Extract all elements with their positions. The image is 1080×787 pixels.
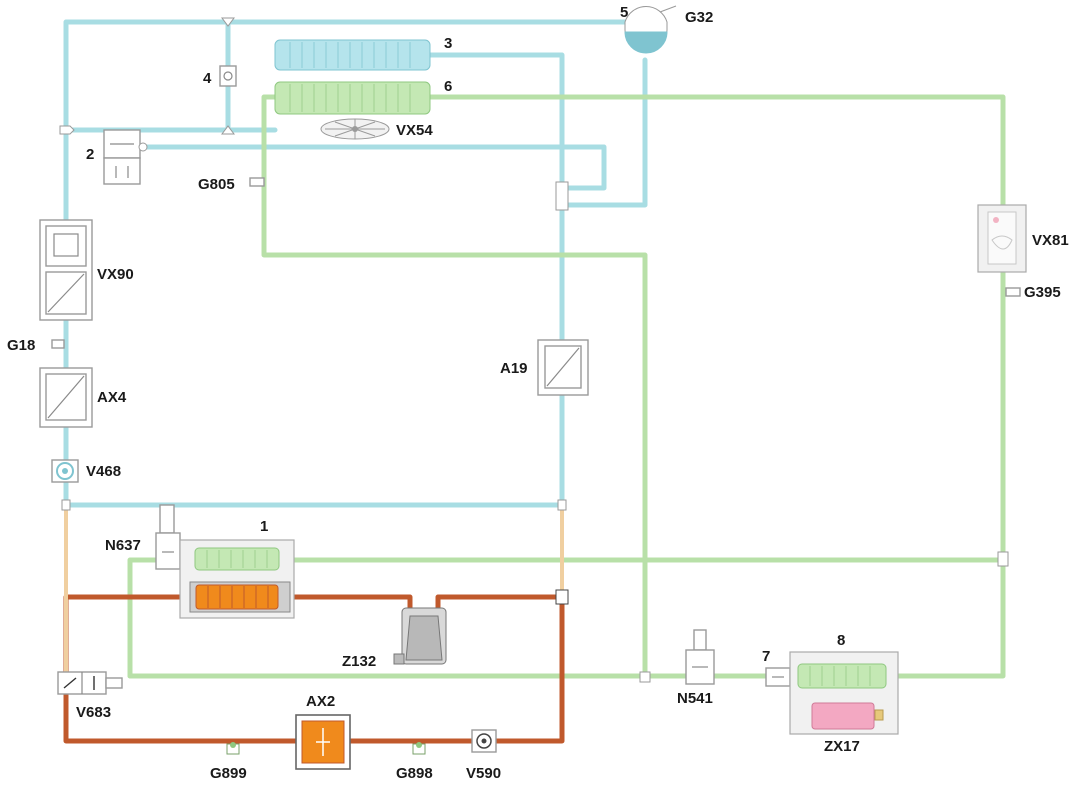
expansion-tank-icon (624, 5, 677, 54)
ax4-unit (39, 367, 93, 428)
pump-icon-v590 (471, 729, 497, 753)
low-temperature-radiator (274, 39, 431, 71)
label-v683: V683 (76, 704, 111, 721)
label-1: 1 (260, 518, 268, 535)
valve-icon-n637 (155, 504, 181, 570)
label-g805: G805 (198, 176, 235, 193)
label-5: 5 (620, 4, 628, 21)
label-v590: V590 (466, 765, 501, 782)
label-2: 2 (86, 146, 94, 163)
battery-heat-exchanger-8 (789, 651, 899, 735)
z132-heater (393, 607, 447, 665)
valve-icon-n541 (685, 629, 715, 685)
label-z132: Z132 (342, 653, 376, 670)
label-3: 3 (444, 35, 452, 52)
label-n541: N541 (677, 690, 713, 707)
pump-icon-v468 (51, 459, 79, 483)
temperature-sensor-icon-g899 (226, 742, 240, 755)
vx81-unit (977, 204, 1027, 273)
check-valve-4 (219, 65, 237, 87)
a19-unit (537, 339, 589, 396)
vx90-unit (39, 219, 93, 321)
component-labels: 1 2 3 4 5 6 7 8 G32 VX54 G805 VX90 G18 A… (7, 4, 1069, 782)
label-a19: A19 (500, 360, 528, 377)
label-ax2: AX2 (306, 693, 335, 710)
fan-icon (320, 118, 390, 140)
check-valve-7 (765, 667, 791, 687)
heat-exchanger-1 (179, 539, 295, 619)
label-vx54: VX54 (396, 122, 433, 139)
label-7: 7 (762, 648, 770, 665)
label-vx90: VX90 (97, 266, 134, 283)
temperature-sensor-icon-g395 (1005, 287, 1021, 297)
temperature-sensor-icon-g18 (51, 339, 65, 349)
label-ax4: AX4 (97, 389, 127, 406)
valve-icon-v683 (57, 671, 123, 695)
label-g395: G395 (1024, 284, 1061, 301)
valve-icon-2 (103, 129, 148, 185)
high-temperature-circuit (127, 94, 1006, 679)
label-g898: G898 (396, 765, 433, 782)
label-g32: G32 (685, 9, 713, 26)
label-n637: N637 (105, 537, 141, 554)
ax2-heater-unit (295, 714, 351, 770)
label-zx17: ZX17 (824, 738, 860, 755)
label-g18: G18 (7, 337, 35, 354)
pipe-junctions (59, 17, 1009, 683)
label-vx81: VX81 (1032, 232, 1069, 249)
label-6: 6 (444, 78, 452, 95)
temperature-sensor-icon-g898 (412, 742, 426, 755)
label-8: 8 (837, 632, 845, 649)
temperature-sensor-icon-g805 (249, 177, 265, 187)
label-v468: V468 (86, 463, 121, 480)
label-g899: G899 (210, 765, 247, 782)
label-4: 4 (203, 70, 212, 87)
high-temperature-radiator (274, 81, 431, 115)
